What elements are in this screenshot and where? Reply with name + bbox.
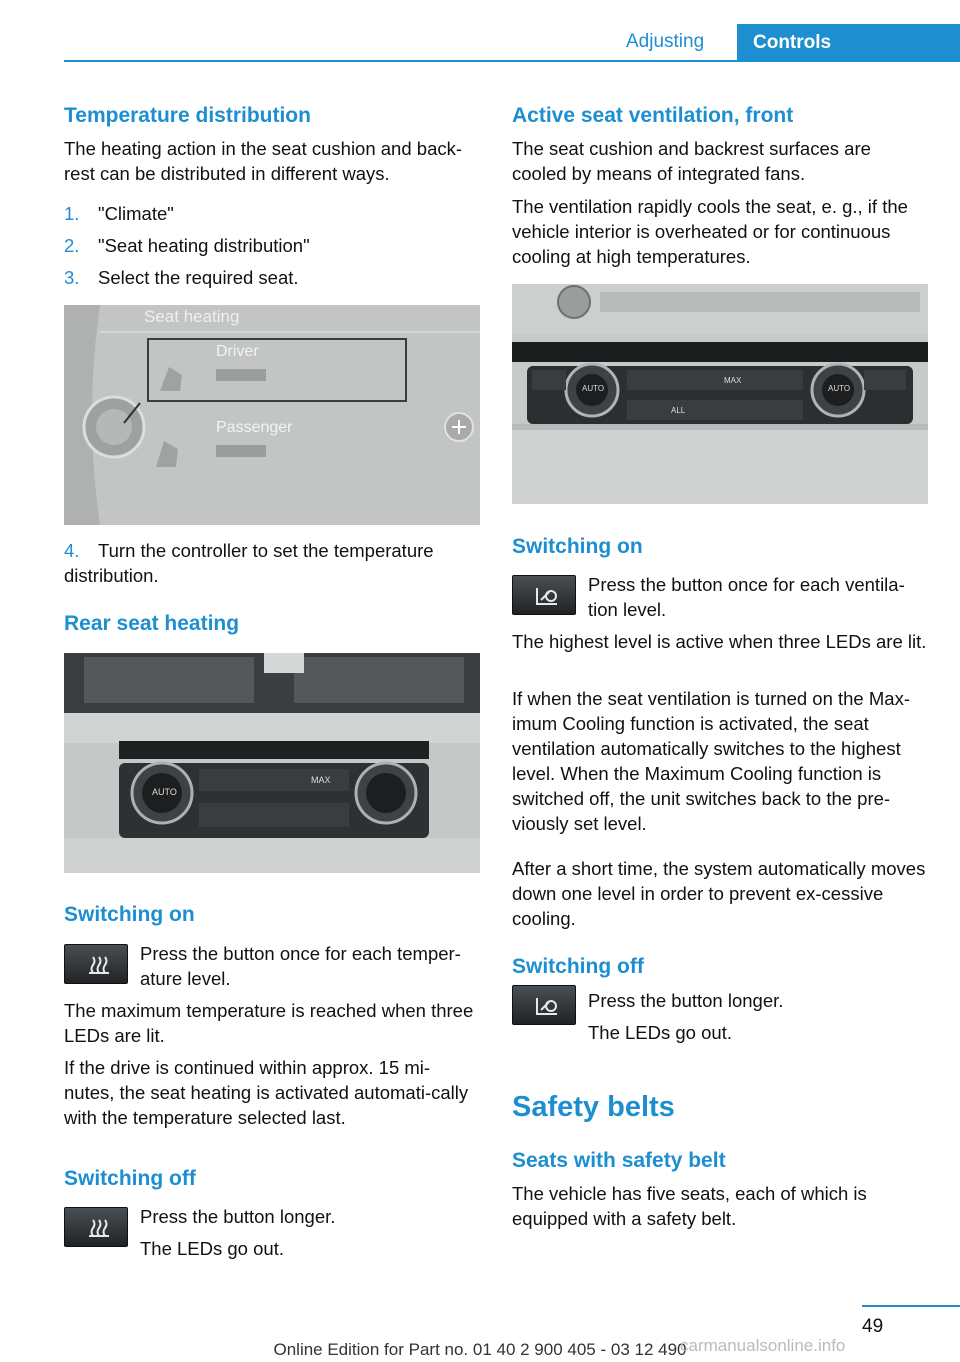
screen-passenger-label: Passenger <box>216 419 293 436</box>
front-all-label: ALL <box>671 406 686 415</box>
footer-edition: Online Edition for Part no. 01 40 2 900 … <box>273 1340 687 1359</box>
left-on-button-text: Press the button once for each temper-at… <box>140 943 461 989</box>
seat-heating-button-icon <box>64 944 128 984</box>
right-on-p3: After a short time, the system automatic… <box>512 858 926 929</box>
page-number: 49 <box>862 1316 884 1337</box>
rear-seat-heating-heading: Rear seat heating <box>64 612 240 635</box>
safety-belts-heading: Safety belts <box>512 1091 675 1123</box>
left-off-p1: The LEDs go out. <box>140 1238 284 1259</box>
seats-with-belt-text: The vehicle has five seats, each of whic… <box>512 1183 867 1229</box>
rear-max-label: MAX <box>311 775 331 785</box>
header-section: Adjusting <box>626 31 705 52</box>
left-off-button-text: Press the button longer. <box>140 1206 336 1227</box>
right-off-button-text: Press the button longer. <box>588 990 784 1011</box>
right-on-p1: The highest level is active when three L… <box>512 631 927 652</box>
ventilation-p1: The seat cushion and backrest surfaces a… <box>512 138 871 184</box>
screen-driver-label: Driver <box>216 343 259 360</box>
temp-dist-heading: Temperature distribution <box>64 104 311 127</box>
seats-with-belt-heading: Seats with safety belt <box>512 1149 726 1172</box>
right-off-p1: The LEDs go out. <box>588 1022 732 1043</box>
step-4: 4.Turn the controller to set the tempera… <box>64 540 434 586</box>
rear-climate-panel-image: AUTO MAX <box>64 653 480 873</box>
watermark: carmanualsonline.info <box>680 1336 846 1355</box>
temp-dist-text: The heating action in the seat cushion a… <box>64 138 463 184</box>
header-rule <box>64 60 960 62</box>
step-2: 2."Seat heating distribution" <box>64 235 310 256</box>
right-switching-on-heading: Switching on <box>512 535 643 558</box>
step-1: 1."Climate" <box>64 203 174 224</box>
seat-ventilation-button-icon <box>512 575 576 615</box>
left-on-p2: If the drive is continued within approx.… <box>64 1057 469 1128</box>
rear-auto-label: AUTO <box>152 787 177 797</box>
left-switching-off-heading: Switching off <box>64 1167 196 1190</box>
front-max-label: MAX <box>724 376 742 385</box>
ventilation-heading: Active seat ventilation, front <box>512 104 794 127</box>
seat-heating-screen-image: Seat heating Driver Passenger <box>64 305 480 525</box>
ventilation-p2: The ventilation rapidly cools the seat, … <box>512 196 908 267</box>
right-switching-off-heading: Switching off <box>512 955 644 978</box>
header-tab-controls[interactable]: Controls <box>737 24 960 62</box>
screen-title: Seat heating <box>144 307 240 326</box>
right-on-p2: If when the seat ventilation is turned o… <box>512 688 910 834</box>
seat-ventilation-button-icon-off <box>512 985 576 1025</box>
front-auto-left-label: AUTO <box>582 384 605 393</box>
front-auto-right-label: AUTO <box>828 384 851 393</box>
left-on-p1: The maximum temperature is reached when … <box>64 1000 474 1046</box>
seat-heating-button-icon-off <box>64 1207 128 1247</box>
footer-rule <box>862 1305 960 1307</box>
front-climate-panel-image: AUTO AUTO MAX ALL <box>512 284 928 504</box>
left-switching-on-heading: Switching on <box>64 903 195 926</box>
right-on-button-text: Press the button once for each ventila-t… <box>588 574 905 620</box>
step-3: 3.Select the required seat. <box>64 267 299 288</box>
